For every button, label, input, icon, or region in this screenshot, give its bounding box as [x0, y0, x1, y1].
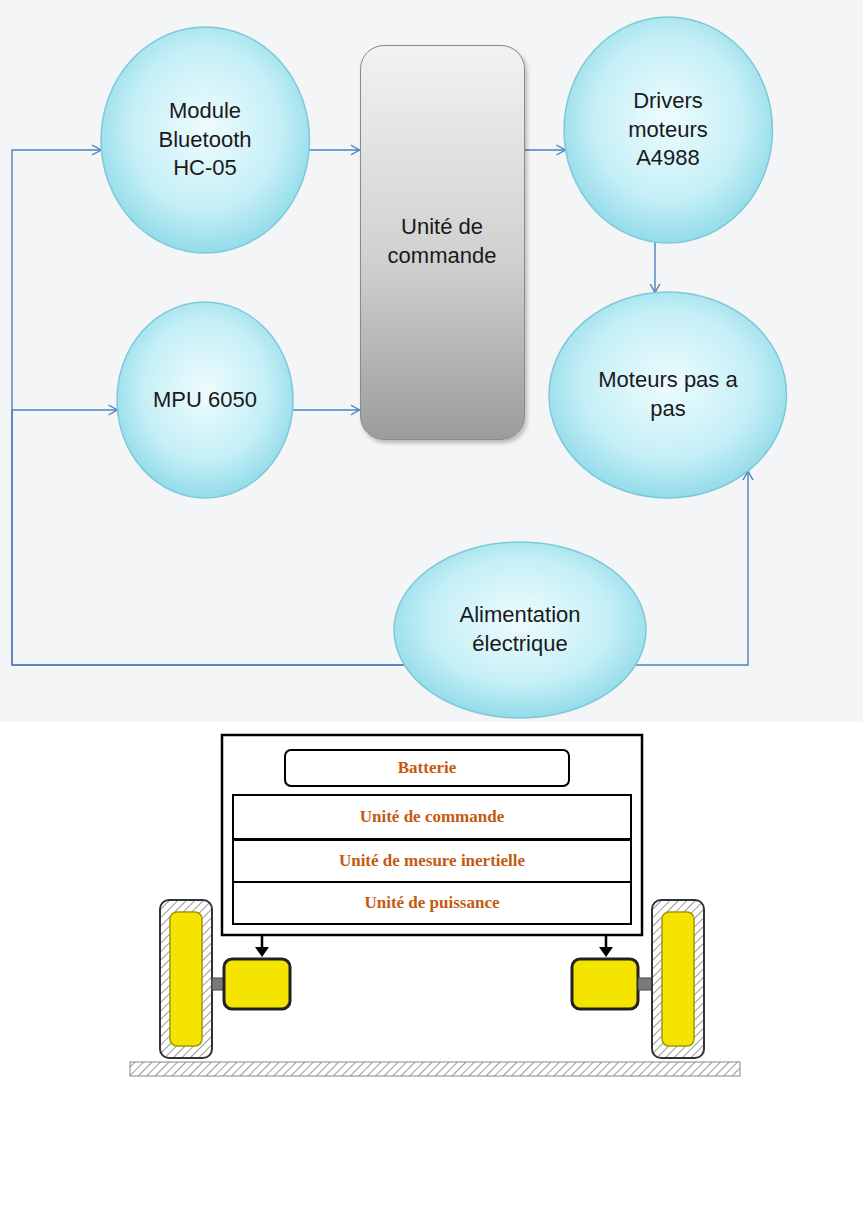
bluetooth-module: Module Bluetooth HC-05: [99, 25, 312, 255]
mount-arrows: [255, 935, 613, 957]
ellipse-outline: [547, 290, 789, 500]
node-label: Module Bluetooth HC-05: [140, 97, 270, 183]
ellipse-shape: [549, 292, 787, 498]
power-layer: Unité de puissance: [232, 881, 632, 925]
text-block: Batterie: [398, 758, 457, 778]
imu-sensor: MPU 6050: [115, 300, 295, 500]
left-motor: [224, 959, 290, 1009]
node-label: Unité de puissance: [364, 893, 499, 913]
text-block: Module Bluetooth HC-05: [140, 97, 270, 183]
flow-arrow: [636, 471, 748, 665]
right-motor: [572, 959, 638, 1009]
node-label: Moteurs pas a pas: [593, 366, 743, 423]
node-label: Alimentation électrique: [440, 601, 600, 658]
ellipse-shape: [564, 17, 773, 243]
power-supply: Alimentation électrique: [392, 540, 648, 720]
text-block: Alimentation électrique: [440, 601, 600, 658]
control-unit: Unité de commande: [360, 45, 525, 440]
node-label: Drivers moteurs A4988: [603, 87, 733, 173]
left-wheel: [160, 900, 212, 1058]
node-label: Unité de commande: [377, 213, 507, 270]
node-label: Unité de commande: [360, 807, 504, 827]
node-label: Batterie: [398, 758, 457, 778]
right-axle: [638, 978, 652, 990]
ellipse-shape: [117, 302, 293, 498]
text-block: Drivers moteurs A4988: [603, 87, 733, 173]
text-block: MPU 6050: [153, 386, 257, 415]
right-wheel: [652, 900, 704, 1058]
imu-layer: Unité de mesure inertielle: [232, 839, 632, 883]
flow-arrow: [293, 409, 360, 410]
ground: [130, 1062, 740, 1076]
chassis-frame: [222, 735, 642, 935]
control-layer: Unité de commande: [232, 794, 632, 840]
flow-arrow: [309, 149, 360, 150]
ellipse-shape: [101, 27, 310, 253]
ellipse-outline: [392, 540, 648, 720]
flow-arrow: [654, 242, 655, 293]
motor-drivers: Drivers moteurs A4988: [562, 15, 775, 245]
stepper-motors: Moteurs pas a pas: [547, 290, 789, 500]
left-axle: [212, 978, 224, 990]
flow-arrow: [525, 149, 566, 150]
top-background: [0, 0, 863, 722]
text-block: Unité de puissance: [364, 893, 499, 913]
text-block: Unité de commande: [360, 807, 504, 827]
node-label: MPU 6050: [153, 386, 257, 415]
node-label: Unité de mesure inertielle: [339, 851, 525, 871]
text-block: Unité de commande: [377, 213, 507, 270]
text-block: Unité de mesure inertielle: [339, 851, 525, 871]
ellipse-shape: [394, 542, 646, 718]
text-block: Moteurs pas a pas: [593, 366, 743, 423]
battery-box: Batterie: [284, 749, 570, 787]
